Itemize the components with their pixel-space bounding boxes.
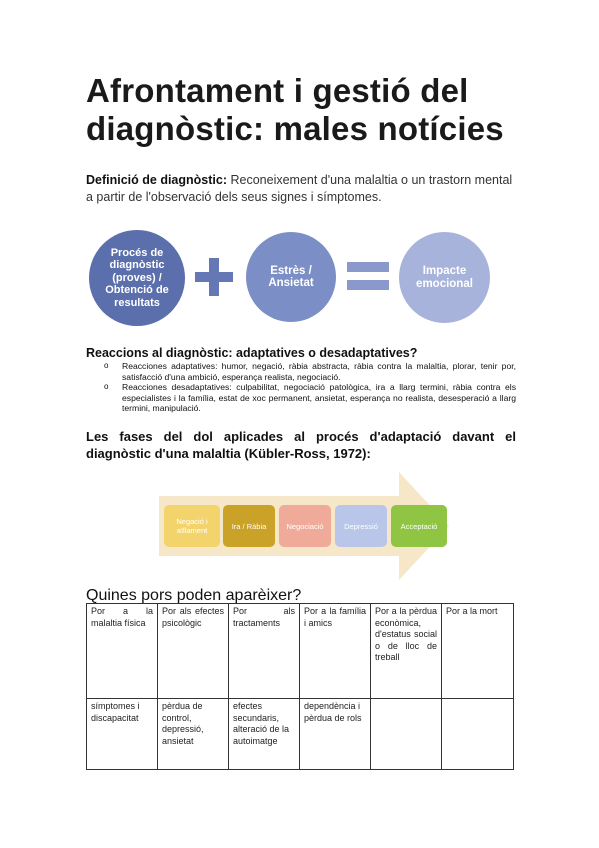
table-cell	[441, 698, 514, 770]
stage-bargaining-label: Negociació	[286, 521, 324, 531]
circle-emotional-impact-label: Impacte emocional	[416, 265, 473, 290]
stage-acceptance-label: Acceptació	[400, 521, 438, 531]
stage-bargaining: Negociació	[279, 505, 331, 547]
table-header-cell: Por a la pèrdua econòmica, d'estatus soc…	[370, 603, 442, 699]
table-header-cell: Por a la família i amics	[299, 603, 371, 699]
circle-diagnosis-process: Procés de diagnòstic (proves) / Obtenció…	[89, 230, 185, 326]
circle-stress-anxiety: Estrès / Ansietat	[246, 232, 336, 322]
reaction-maladaptive: Reacciones desadaptatives: culpabilitat,…	[122, 382, 516, 413]
stage-denial-label: Negació i aïllament	[176, 517, 208, 535]
table-row: símptomes i discapacitat pèrdua de contr…	[86, 698, 514, 770]
stage-depression-label: Depressió	[344, 521, 378, 531]
phases-heading: Les fases del dol aplicades al procés d'…	[86, 429, 516, 461]
reactions-heading: Reaccions al diagnòstic: adaptatives o d…	[86, 346, 418, 360]
table-cell: efectes secundaris, alteració de la auto…	[228, 698, 300, 770]
plus-icon	[195, 258, 233, 296]
circle-diagnosis-process-label: Procés de diagnòstic (proves) / Obtenció…	[105, 246, 169, 309]
bullet-icon: o	[104, 382, 109, 391]
stage-denial: Negació i aïllament	[164, 505, 220, 547]
table-cell	[370, 698, 442, 770]
table-header-cell: Por als tractaments	[228, 603, 300, 699]
list-item: o Reacciones adaptatives: humor, negació,…	[104, 361, 516, 382]
table-cell: dependència i pèrdua de rols	[299, 698, 371, 770]
equals-icon	[347, 262, 389, 290]
definition-text: Reconeixement d'una malaltia o un trasto…	[86, 173, 513, 204]
table-cell: pèrdua de control, depressió, ansietat	[157, 698, 229, 770]
reactions-list: o Reacciones adaptatives: humor, negació,…	[104, 361, 516, 414]
stage-anger: Ira / Ràbia	[223, 505, 275, 547]
fears-heading: Quines pors poden aparèixer?	[86, 587, 302, 604]
bullet-icon: o	[104, 361, 109, 370]
stage-anger-label: Ira / Ràbia	[231, 521, 267, 531]
table-cell: símptomes i discapacitat	[86, 698, 158, 770]
fears-table: Por a la malaltia física Por als efectes…	[86, 603, 514, 770]
stage-depression: Depressió	[335, 505, 387, 547]
table-header-cell: Por a la mort	[441, 603, 514, 699]
reaction-adaptive: Reacciones adaptatives: humor, negació, …	[122, 361, 516, 382]
table-header-cell: Por a la malaltia física	[86, 603, 158, 699]
table-header-row: Por a la malaltia física Por als efectes…	[86, 603, 514, 699]
stage-acceptance: Acceptació	[391, 505, 447, 547]
definition-paragraph: Definició de diagnòstic: Reconeixement d…	[86, 172, 516, 206]
circle-emotional-impact: Impacte emocional	[399, 232, 490, 323]
page-title: Afrontament i gestió del diagnòstic: mal…	[86, 72, 504, 147]
list-item: o Reacciones desadaptatives: culpabilitat…	[104, 382, 516, 414]
definition-label: Definició de diagnòstic:	[86, 173, 227, 187]
table-header-cell: Por als efectes psicològic	[157, 603, 229, 699]
circle-stress-anxiety-label: Estrès / Ansietat	[268, 264, 314, 290]
